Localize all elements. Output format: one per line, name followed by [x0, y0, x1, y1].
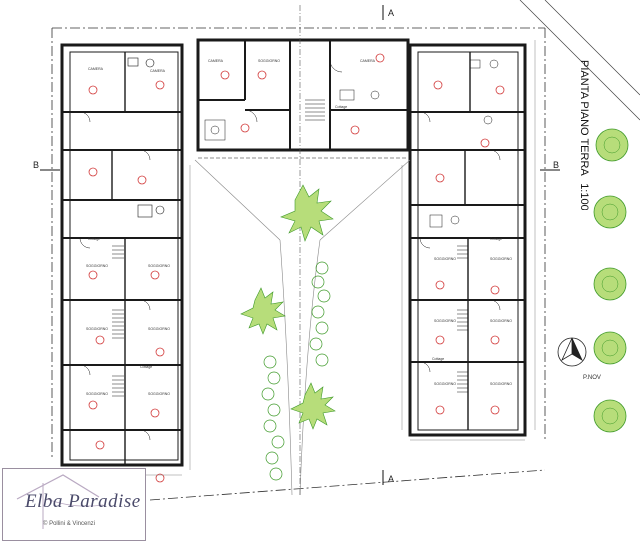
title-text: PIANTA PIANO TERRA [578, 60, 590, 176]
room-label: Cottage [432, 357, 444, 361]
street-trees [593, 128, 629, 433]
section-b-left: B [33, 160, 39, 170]
room-label: SOGGIORNO [258, 59, 280, 63]
logo-credit: © Pollini & Vincenzi [43, 521, 96, 527]
room-label: Cottage [88, 237, 100, 241]
room-markers-left [88, 80, 165, 483]
room-label: SOGGIORNO [434, 382, 456, 386]
room-label: SOGGIORNO [86, 264, 108, 268]
svg-text:PIANTA PIANO TERRA 1:100: PIANTA PIANO TERRA 1:100 [578, 60, 590, 210]
central-planting [240, 184, 336, 481]
room-label: SOGGIORNO [86, 392, 108, 396]
room-label: SOGGIORNO [86, 327, 108, 331]
centre-block [196, 38, 410, 159]
section-b-right: B [553, 160, 559, 170]
room-label: Cottage [140, 365, 152, 369]
site-boundary [51, 27, 546, 501]
room-label: CAMERA [208, 59, 224, 63]
dimension-lines [62, 40, 536, 476]
section-a-top: A [388, 8, 394, 18]
section-markers [40, 5, 560, 485]
room-label: SOGGIORNO [148, 264, 170, 268]
logo-name: Elba Paradise [25, 491, 141, 512]
logo-box: Elba Paradise © Pollini & Vincenzi [2, 468, 146, 541]
north-arrow-icon [557, 337, 587, 367]
room-markers-centre [220, 53, 385, 135]
right-wing [408, 43, 527, 437]
room-label: CAMERA [360, 59, 376, 63]
room-label: CAMERA [88, 67, 104, 71]
scale-text: 1:100 [578, 183, 590, 210]
room-label: SOGGIORNO [490, 382, 512, 386]
house-logo-icon [16, 474, 104, 529]
room-label: CAMERA [150, 69, 166, 73]
room-label: SOGGIORNO [148, 392, 170, 396]
north-label: P.NOV [583, 375, 601, 381]
room-label: SOGGIORNO [490, 319, 512, 323]
room-label: SOGGIORNO [434, 319, 456, 323]
room-text: CAMERA CAMERA SOGGIORNO SOGGIORNO SOGGIO… [86, 59, 512, 396]
room-label: SOGGIORNO [490, 257, 512, 261]
room-label: Cottage [335, 105, 347, 109]
room-label: SOGGIORNO [434, 257, 456, 261]
drawing-title: PIANTA PIANO TERRA 1:100 [578, 60, 590, 210]
left-wing [60, 43, 184, 467]
section-a-bottom: A [388, 474, 394, 484]
room-markers-right [433, 80, 505, 415]
room-label: Cottage [490, 237, 502, 241]
road-edge [519, 0, 640, 121]
room-label: SOGGIORNO [148, 327, 170, 331]
courtyard-lines [194, 5, 411, 496]
